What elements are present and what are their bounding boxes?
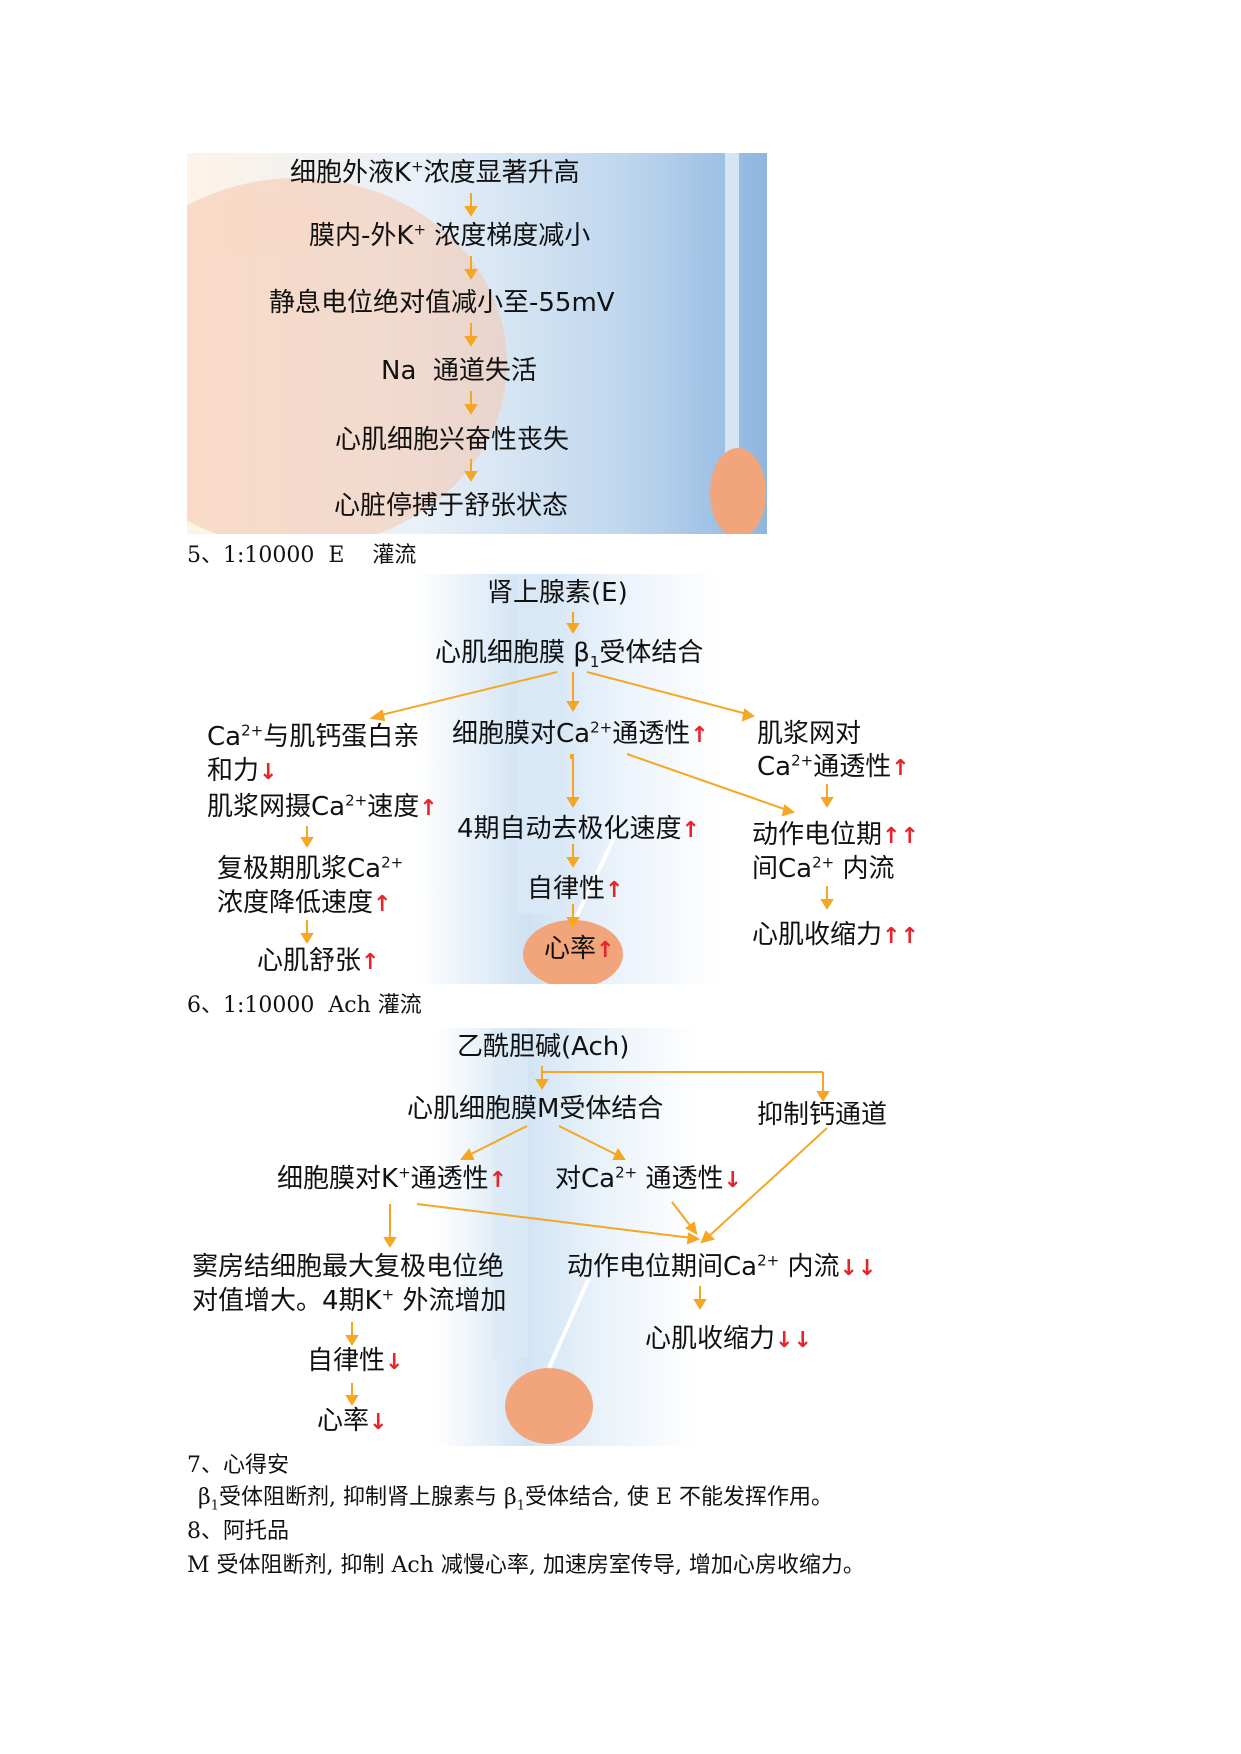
fig2-contractility: 心肌收缩力↑↑ bbox=[752, 920, 919, 950]
fig3-ap-ca-influx: 动作电位期间Ca2+ 内流↓↓ bbox=[567, 1251, 877, 1282]
double-down-arrow-icon: ↓↓ bbox=[839, 1256, 877, 1281]
fig2-ap-period-2: 间Ca2+ 内流 bbox=[752, 853, 895, 884]
fig1-line-2: 膜内-外K+ 浓度梯度减小 bbox=[309, 220, 591, 251]
fig2-relaxation: 心肌舒张↑ bbox=[257, 946, 380, 976]
acetylcholine-flow-figure: 乙酰胆碱(Ach) 心肌细胞膜M受体结合 抑制钙通道 细胞膜对K+通透性↑ 对C… bbox=[187, 1028, 897, 1446]
figure1-illustration bbox=[187, 153, 766, 534]
caption-5: 5、1:10000 E 灌流 bbox=[187, 543, 417, 568]
fig1-line-6: 心脏停搏于舒张状态 bbox=[334, 491, 569, 521]
fig2-automaticity: 自律性↑ bbox=[527, 874, 624, 904]
up-arrow-icon: ↑ bbox=[681, 818, 700, 843]
epinephrine-flow-figure: 肾上腺素(E) 心肌细胞膜 β1受体结合 Ca2+与肌钙蛋白亲 和力↓ 细胞膜对… bbox=[187, 574, 947, 984]
fig3-inhibit-ca-channel: 抑制钙通道 bbox=[757, 1100, 888, 1130]
fig2-phase4: 4期自动去极化速度↑ bbox=[457, 814, 700, 844]
fig2-heart-rate: 心率↑ bbox=[544, 934, 615, 964]
up-arrow-icon: ↑ bbox=[488, 1168, 508, 1193]
section-8-title: 8、阿托品 bbox=[187, 1519, 289, 1544]
double-up-arrow-icon: ↑↑ bbox=[882, 824, 919, 849]
fig2-sr-permeability-1: 肌浆网对 bbox=[757, 719, 862, 749]
down-arrow-icon: ↓ bbox=[259, 760, 278, 785]
up-arrow-icon: ↑ bbox=[373, 892, 392, 917]
fig2-affinity: 和力↓ bbox=[207, 756, 278, 786]
fig3-ca-permeability: 对Ca2+ 通透性↓ bbox=[555, 1163, 742, 1194]
fig3-sa-node-1: 窦房结细胞最大复极电位绝 bbox=[192, 1252, 505, 1282]
up-arrow-icon: ↑ bbox=[605, 878, 624, 903]
fig3-sa-node-2: 对值增大。4期K+ 外流增加 bbox=[192, 1285, 507, 1316]
fig3-contractility: 心肌收缩力↓↓ bbox=[645, 1324, 812, 1354]
section-7-body: β1受体阻断剂, 抑制肾上腺素与 β1受体结合, 使 E 不能发挥作用。 bbox=[198, 1485, 834, 1514]
fig2-sr-permeability-2: Ca2+通透性↑ bbox=[757, 751, 910, 782]
fig2-beta1-binding: 心肌细胞膜 β1受体结合 bbox=[435, 638, 704, 672]
up-arrow-icon: ↑ bbox=[891, 756, 910, 781]
fig2-ca-troponin: Ca2+与肌钙蛋白亲 bbox=[207, 721, 420, 752]
hyperkalemia-flow-figure: 细胞外液K+浓度显著升高 膜内-外K+ 浓度梯度减小 静息电位绝对值减小至-55… bbox=[187, 153, 767, 534]
section-7-title: 7、心得安 bbox=[187, 1453, 289, 1478]
fig3-m-receptor-binding: 心肌细胞膜M受体结合 bbox=[407, 1094, 664, 1124]
up-arrow-icon: ↑ bbox=[361, 950, 380, 975]
fig1-line-1: 细胞外液K+浓度显著升高 bbox=[290, 157, 580, 188]
fig2-repol-1: 复极期肌浆Ca2+ bbox=[217, 853, 404, 884]
fig1-line-5: 心肌细胞兴奋性丧失 bbox=[335, 425, 570, 455]
fig1-line-4: Na 通道失活 bbox=[381, 356, 537, 386]
figure3-illustration bbox=[345, 1028, 830, 1444]
fig3-automaticity: 自律性↓ bbox=[307, 1346, 404, 1376]
fig1-line-3: 静息电位绝对值减小至-55mV bbox=[269, 288, 615, 318]
down-arrow-icon: ↓ bbox=[369, 1410, 388, 1435]
fig2-repol-2: 浓度降低速度↑ bbox=[217, 888, 392, 918]
caption-6: 6、1:10000 Ach 灌流 bbox=[187, 993, 422, 1018]
fig3-k-permeability: 细胞膜对K+通透性↑ bbox=[277, 1163, 508, 1194]
fig2-membrane-ca: 细胞膜对Ca2+通透性↑ bbox=[452, 718, 709, 749]
fig2-ap-period-1: 动作电位期↑↑ bbox=[752, 820, 919, 850]
double-down-arrow-icon: ↓↓ bbox=[775, 1328, 812, 1353]
section-8-body: M 受体阻断剂, 抑制 Ach 减慢心率, 加速房室传导, 增加心房收缩力。 bbox=[187, 1553, 865, 1578]
double-up-arrow-icon: ↑↑ bbox=[882, 924, 919, 949]
fig3-acetylcholine: 乙酰胆碱(Ach) bbox=[457, 1032, 630, 1062]
fig2-epinephrine: 肾上腺素(E) bbox=[487, 578, 628, 608]
down-arrow-icon: ↓ bbox=[385, 1350, 404, 1375]
fig2-sr-uptake: 肌浆网摄Ca2+速度↑ bbox=[207, 791, 438, 822]
up-arrow-icon: ↑ bbox=[419, 796, 438, 821]
down-arrow-icon: ↓ bbox=[723, 1168, 742, 1193]
figure2-illustration bbox=[300, 574, 834, 984]
up-arrow-icon: ↑ bbox=[596, 938, 615, 963]
up-arrow-icon: ↑ bbox=[690, 723, 709, 748]
fig3-heart-rate: 心率↓ bbox=[317, 1406, 388, 1436]
